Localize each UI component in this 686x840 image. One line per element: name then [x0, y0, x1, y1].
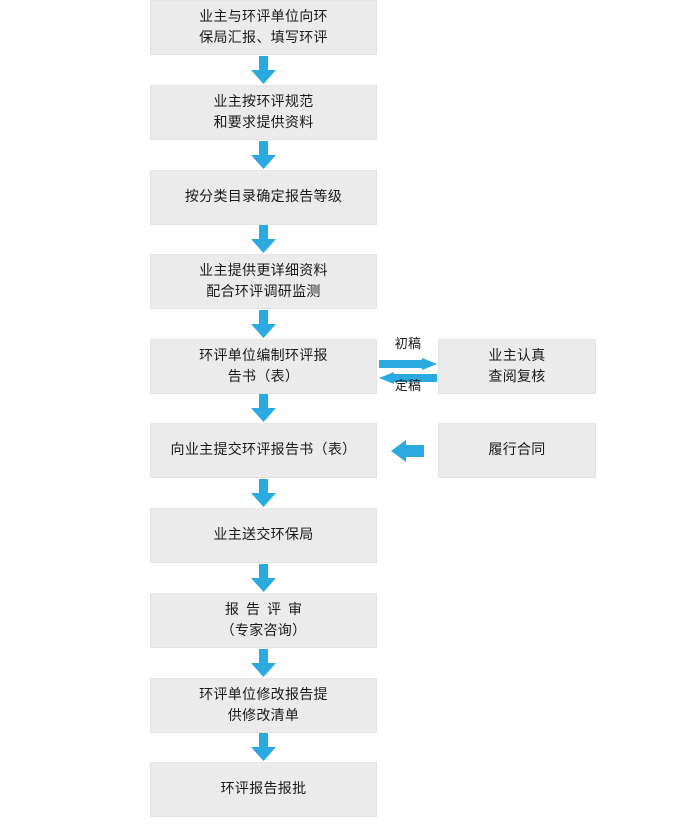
- arrow-down-icon: [250, 479, 277, 508]
- process-node-report-review[interactable]: 报告评审 （专家咨询）: [150, 593, 377, 648]
- arrow-down-icon: [250, 564, 277, 593]
- node-label: 业主与环评单位向环 保局汇报、填写环评: [199, 8, 328, 46]
- process-node-submit-report-to-owner[interactable]: 向业主提交环评报告书（表）: [150, 423, 377, 478]
- node-label: 业主按环评规范 和要求提供资料: [213, 93, 314, 131]
- edge-label-draft: 初稿: [394, 337, 422, 352]
- node-label: 环评单位编制环评报 告书（表）: [199, 347, 328, 385]
- arrow-down-icon: [250, 56, 277, 85]
- node-label: 环评单位修改报告提 供修改清单: [199, 686, 328, 724]
- arrow-double-horizontal-icon: [379, 358, 437, 386]
- arrow-down-icon: [250, 649, 277, 678]
- node-label-line1: 报告评审: [225, 601, 309, 618]
- process-node-determine-report-level[interactable]: 按分类目录确定报告等级: [150, 170, 377, 225]
- node-label-group: 报告评审 （专家咨询）: [218, 600, 309, 642]
- process-node-report-to-epb[interactable]: 业主与环评单位向环 保局汇报、填写环评: [150, 0, 377, 55]
- node-label: 环评报告报批: [220, 781, 307, 797]
- process-node-report-approval[interactable]: 环评报告报批: [150, 762, 377, 817]
- arrow-down-icon: [250, 394, 277, 423]
- arrow-down-icon: [250, 225, 277, 254]
- arrow-down-icon: [250, 733, 277, 762]
- process-node-prepare-eia-report[interactable]: 环评单位编制环评报 告书（表）: [150, 339, 377, 394]
- node-label-line2: （专家咨询）: [220, 622, 307, 639]
- edge-label-final: 定稿: [394, 379, 422, 394]
- node-label: 按分类目录确定报告等级: [184, 189, 343, 205]
- node-label: 向业主提交环评报告书（表）: [170, 442, 357, 458]
- node-label: 业主认真 查阅复核: [488, 347, 546, 385]
- node-label: 业主提供更详细资料 配合环评调研监测: [199, 262, 328, 300]
- process-node-owner-submits-to-epb[interactable]: 业主送交环保局: [150, 508, 377, 563]
- arrow-left-icon: [391, 440, 425, 462]
- process-node-owner-provides-materials[interactable]: 业主按环评规范 和要求提供资料: [150, 85, 377, 140]
- process-node-owner-review-check[interactable]: 业主认真 查阅复核: [438, 339, 596, 394]
- process-node-detailed-materials-survey[interactable]: 业主提供更详细资料 配合环评调研监测: [150, 254, 377, 309]
- node-label: 业主送交环保局: [213, 527, 314, 543]
- process-node-revise-report[interactable]: 环评单位修改报告提 供修改清单: [150, 678, 377, 733]
- node-label: 履行合同: [488, 442, 546, 458]
- arrow-down-icon: [250, 310, 277, 339]
- process-node-fulfill-contract[interactable]: 履行合同: [438, 423, 596, 478]
- arrow-down-icon: [250, 141, 277, 170]
